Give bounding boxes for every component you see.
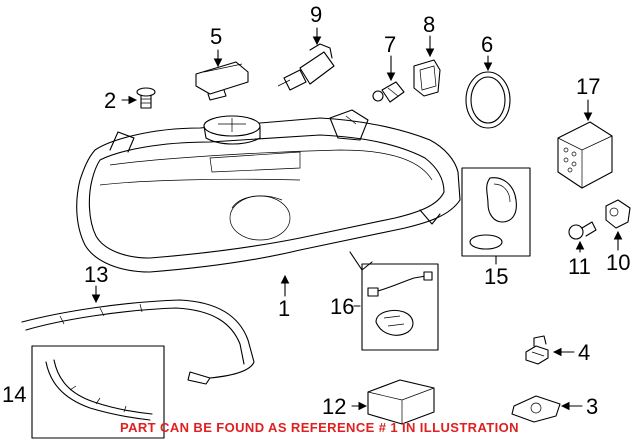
clip-nut-drawing: [511, 395, 561, 423]
callout-6: 6: [481, 32, 494, 57]
control-module-drawing: [557, 121, 613, 189]
footer-note: PART CAN BE FOUND AS REFERENCE # 1 IN IL…: [120, 420, 519, 435]
callout-7: 7: [384, 32, 397, 57]
small-bulb-drawing: [568, 221, 597, 240]
callout-10: 10: [606, 250, 631, 275]
callout-9: 9: [310, 2, 323, 27]
headlight-bulb-drawing: [277, 43, 335, 91]
callout-2: 2: [104, 88, 117, 113]
callout-11: 11: [568, 254, 591, 279]
bulb-cap-drawing: [195, 61, 249, 101]
callout-5: 5: [210, 24, 223, 49]
callout-14: 14: [2, 382, 27, 407]
socket-drawing: [605, 199, 631, 229]
trim-strip-drawing: [21, 299, 255, 385]
leader-lines: [91, 27, 623, 411]
callout-15: 15: [484, 264, 509, 289]
callout-1: 1: [278, 296, 291, 321]
callout-16: 16: [330, 294, 355, 319]
ballast-box-drawing: [367, 379, 435, 425]
callout-12: 12: [322, 394, 347, 419]
bulb-socket-drawing: [413, 59, 441, 97]
callout-17: 17: [576, 74, 601, 99]
trim-kit-drawing: [31, 345, 165, 439]
headlight-assembly-drawing: [76, 109, 461, 273]
bolt-drawing: [525, 335, 549, 365]
gasket-kit-drawing: [461, 167, 531, 257]
marker-bulb-drawing: [372, 81, 405, 103]
callout-4: 4: [578, 340, 591, 365]
wiring-kit-drawing: [361, 263, 439, 351]
seal-ring-drawing: [465, 71, 511, 129]
callout-3: 3: [586, 394, 599, 419]
callout-13: 13: [84, 262, 109, 287]
screw-drawing: [136, 87, 156, 109]
callout-8: 8: [423, 12, 436, 37]
